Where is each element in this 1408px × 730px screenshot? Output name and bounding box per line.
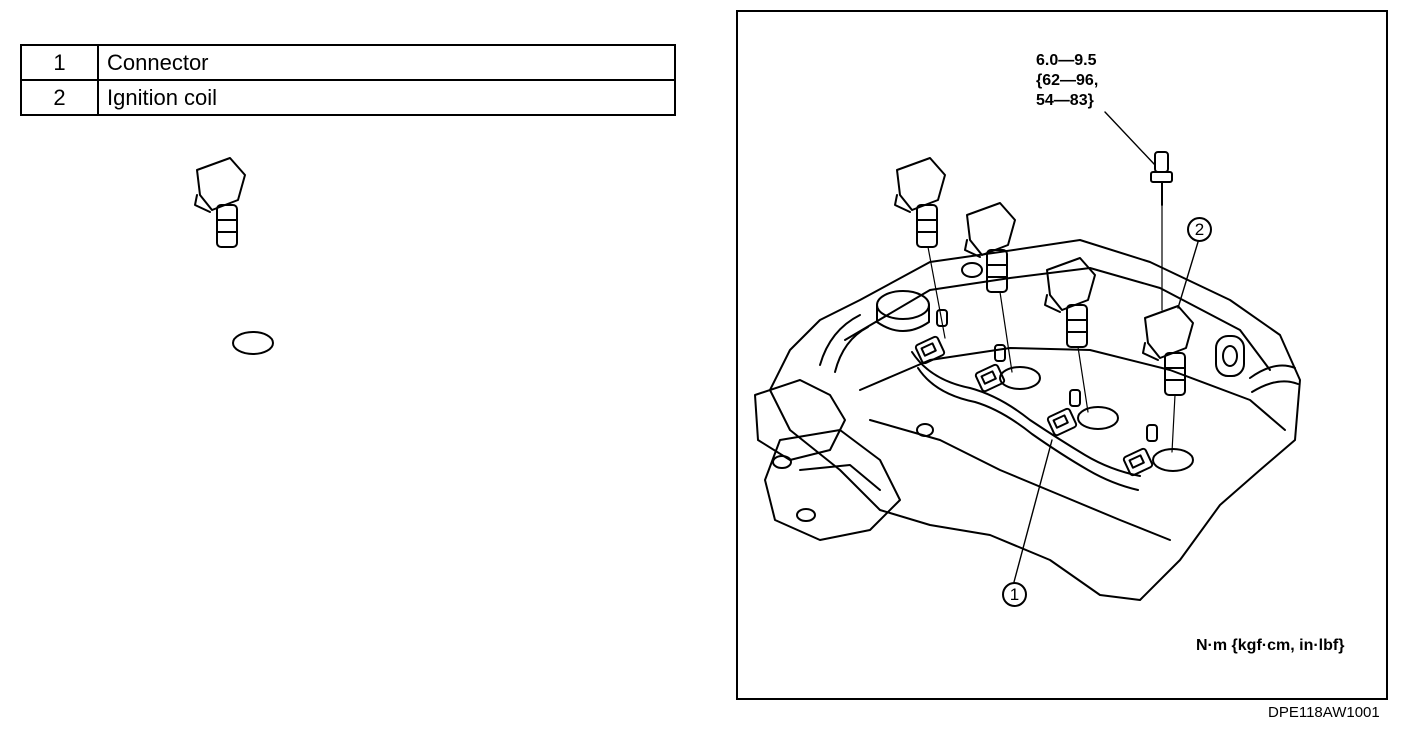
torque-spec: 6.0—9.5 {62—96, 54—83}: [1036, 52, 1099, 109]
harness-connector: [914, 335, 946, 365]
leader-line: [1104, 111, 1156, 166]
engine-left-part: [799, 464, 881, 491]
legend-number: 1: [20, 44, 99, 81]
ignition-coil: [1142, 305, 1194, 396]
guide-line: [1171, 394, 1176, 453]
stud: [936, 309, 948, 327]
engine-bolt-head: [796, 508, 816, 522]
figure-frame: [736, 10, 1388, 700]
guide-line: [1077, 346, 1089, 413]
engine-bolt-head: [961, 262, 983, 278]
leader-line: [1177, 241, 1199, 309]
breather-pipe: [819, 314, 861, 366]
legend-number: 2: [20, 79, 99, 116]
ignition-coil: [194, 157, 246, 248]
legend-row: 1 Connector: [20, 44, 676, 81]
guide-line: [999, 291, 1013, 373]
callout-connector: 1: [1002, 582, 1027, 607]
stud: [994, 344, 1006, 362]
plug-well: [1152, 448, 1194, 472]
leader-line: [1013, 439, 1053, 583]
harness-connector: [974, 363, 1006, 393]
torque-units: N·m {kgf·cm, in·lbf}: [1196, 637, 1345, 654]
stud: [1069, 389, 1081, 407]
cylinder-head-outline: [769, 239, 1301, 601]
wiring-harness: [917, 367, 1139, 491]
plug-well: [1077, 406, 1119, 430]
engine-bolt-head: [916, 423, 934, 437]
legend-label: Ignition coil: [97, 79, 676, 116]
ignition-coil: [1044, 257, 1096, 348]
engine-left-part: [764, 429, 901, 541]
harness-connector: [1122, 447, 1154, 477]
head-lower-edge: [869, 419, 1171, 541]
figure-code: DPE118AW1001: [1268, 704, 1380, 721]
ignition-coil: [894, 157, 946, 248]
coil-bolt: [1150, 151, 1173, 206]
engine-bolt-head: [772, 455, 792, 469]
guide-line: [927, 246, 946, 339]
legend-label: Connector: [97, 44, 676, 81]
harness-connector: [1046, 407, 1078, 437]
legend-row: 2 Ignition coil: [20, 79, 676, 116]
engine-left-part: [754, 379, 846, 461]
callout-ignition-coil: 2: [1187, 217, 1212, 242]
wiring-harness: [911, 351, 1141, 477]
ignition-coil: [964, 202, 1016, 293]
stud: [1146, 424, 1158, 442]
outlet-pipe: [1249, 364, 1296, 379]
legend-table: 1 Connector 2 Ignition coil: [20, 44, 676, 116]
hanger-bracket: [1215, 335, 1245, 377]
plug-well: [232, 331, 274, 355]
plug-well: [999, 366, 1041, 390]
